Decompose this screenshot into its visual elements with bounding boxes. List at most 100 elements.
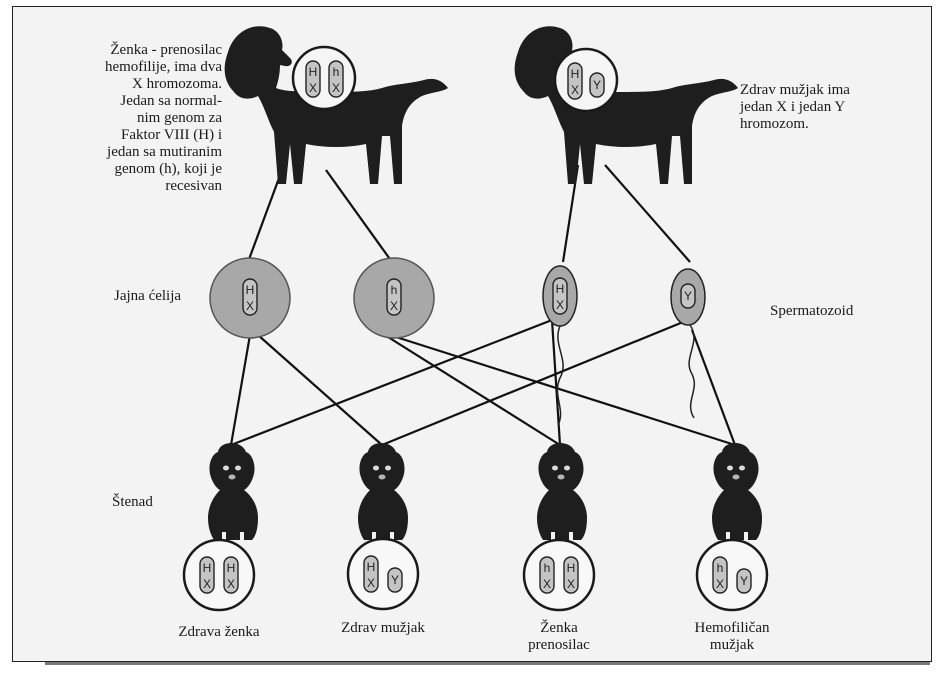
offspring-2-circle xyxy=(346,537,420,611)
female-chromosome-2-gene: h xyxy=(333,65,340,79)
female-label-line: X hromozoma. xyxy=(132,76,222,92)
offspring-4-label: Hemofiličan mužjak xyxy=(677,620,787,654)
sperm-2-chromosome-body xyxy=(680,283,696,309)
offspring-1-chromosome-1: HX xyxy=(199,556,215,594)
line-sperm2-pup2 xyxy=(381,318,689,447)
offspring-1-chromosome-2: HX xyxy=(223,556,239,594)
female-label-line: jedan sa mutiranim xyxy=(107,144,222,160)
offspring-label-line: mužjak xyxy=(709,637,755,653)
female-label-line: nim genom za xyxy=(137,110,222,126)
offspring-4-chromosome-1-gene: h xyxy=(717,561,724,575)
line-sperm1-pup1 xyxy=(230,318,553,447)
egg-1-chromosome: HX xyxy=(242,278,258,316)
offspring-label-line: Zdrav mužjak xyxy=(341,620,425,636)
female-parent-label: Ženka - prenosilac hemofilije, ima dva X… xyxy=(22,42,222,195)
male-chromosome-2: Y xyxy=(589,72,605,98)
female-chromosome-1: HX xyxy=(305,60,321,98)
line-female-egg2 xyxy=(325,169,393,263)
offspring-1-chromosome-1-body xyxy=(199,556,215,594)
offspring-label-line: Hemofiličan xyxy=(694,620,770,636)
offspring-1-label: Zdrava ženka xyxy=(159,624,279,641)
offspring-2-chromosome-1: HX xyxy=(363,555,379,593)
offspring-3-chromosome-2-gene: H xyxy=(567,561,576,575)
offspring-3-chromosome-1-gene: h xyxy=(544,561,551,575)
egg-1-chromosome-gene: H xyxy=(246,283,255,297)
offspring-3-label: Ženka prenosilac xyxy=(509,620,609,654)
line-female-egg1 xyxy=(246,169,284,263)
female-chromosome-circle xyxy=(291,45,357,111)
female-label-line: Jedan sa normal- xyxy=(120,93,222,109)
offspring-1-circle xyxy=(182,538,256,612)
male-parent-label: Zdrav mužjak ima jedan X i jedan Y hromo… xyxy=(740,82,925,133)
sperm-tail-1 xyxy=(556,325,564,426)
line-egg1-pup1 xyxy=(229,334,252,446)
line-egg1-pup2 xyxy=(257,334,383,446)
bottom-rule xyxy=(45,662,930,665)
puppy-3-silhouette xyxy=(537,443,587,540)
offspring-label-line: Ženka xyxy=(540,620,578,636)
offspring-4-chromosome-2: Y xyxy=(736,568,752,594)
male-chromosome-1-type: X xyxy=(571,83,579,97)
offspring-2-chromosome-2-type: Y xyxy=(391,573,399,587)
male-label-line: jedan X i jedan Y xyxy=(740,99,846,115)
female-label-line: recesivan xyxy=(165,178,222,194)
offspring-4-chromosome-1-body xyxy=(712,556,728,594)
female-label-line: Ženka - prenosilac xyxy=(110,42,222,58)
male-chromosome-circle xyxy=(553,47,619,113)
offspring-4-circle xyxy=(695,538,769,612)
offspring-label-line: Zdrava ženka xyxy=(178,624,260,640)
male-chromosome-2-type: Y xyxy=(593,78,601,92)
female-label-line: Faktor VIII (H) i xyxy=(121,127,222,143)
egg-2-chromosome: hX xyxy=(386,278,402,316)
male-chromosome-1-gene: H xyxy=(571,67,580,81)
diagram-frame xyxy=(12,6,932,662)
female-chromosome-2: hX xyxy=(328,60,344,98)
male-chromosome-1-body xyxy=(567,62,583,100)
female-label-line: genom (h), koji je xyxy=(114,161,222,177)
offspring-2-chromosome-2: Y xyxy=(387,567,403,593)
line-egg2-pup4 xyxy=(395,335,736,447)
egg-2-chromosome-gene: h xyxy=(391,283,398,297)
offspring-1-chromosome-2-body xyxy=(223,556,239,594)
offspring-3-chromosome-1: hX xyxy=(539,556,555,594)
egg-1-chromosome-body xyxy=(242,278,258,316)
male-chromosome-2-body xyxy=(589,72,605,98)
egg-2-chromosome-body xyxy=(386,278,402,316)
offspring-2-chromosome-2-body xyxy=(387,567,403,593)
male-label-line: hromozom. xyxy=(740,116,809,132)
offspring-4-chromosome-2-type: Y xyxy=(740,574,748,588)
female-chromosome-1-gene: H xyxy=(309,65,318,79)
line-egg2-pup3 xyxy=(387,336,561,446)
offspring-3-circle xyxy=(522,538,596,612)
offspring-3-chromosome-2-type: X xyxy=(567,577,575,591)
sperm-1-chromosome-gene: H xyxy=(556,282,565,296)
offspring-4-chromosome-1: hX xyxy=(712,556,728,594)
offspring-2-chromosome-1-gene: H xyxy=(367,560,376,574)
sperm-label: Spermatozoid xyxy=(770,303,854,319)
sperm-2-chromosome: Y xyxy=(680,283,696,309)
puppy-2-silhouette xyxy=(358,443,408,540)
offspring-2-chromosome-1-type: X xyxy=(367,576,375,590)
female-chromosome-1-type: X xyxy=(309,81,317,95)
female-chromosome-1-body xyxy=(305,60,321,98)
offspring-label-line: prenosilac xyxy=(528,637,590,653)
sperm-tail-2 xyxy=(688,324,696,419)
male-dog-silhouette xyxy=(514,26,738,184)
puppy-1-silhouette xyxy=(208,443,258,540)
sperm-2-chromosome-type: Y xyxy=(684,289,692,303)
sperm-1-chromosome-type: X xyxy=(556,298,564,312)
cross-lines xyxy=(229,164,737,447)
offspring-1-chromosome-1-gene: H xyxy=(203,561,212,575)
offspring-3-chromosome-2-body xyxy=(563,556,579,594)
offspring-1-chromosome-2-gene: H xyxy=(227,561,236,575)
puppies-label: Štenad xyxy=(112,494,153,510)
sperm-1-chromosome-body xyxy=(552,277,568,315)
offspring-3-chromosome-1-type: X xyxy=(543,577,551,591)
male-chromosome-1: HX xyxy=(567,62,583,100)
puppy-4-silhouette xyxy=(712,443,762,540)
egg-cell-label: Jajna ćelija xyxy=(114,288,182,304)
male-label-line: Zdrav mužjak ima xyxy=(740,82,850,98)
sperm-1-chromosome: HX xyxy=(552,277,568,315)
offspring-1-chromosome-1-type: X xyxy=(203,577,211,591)
